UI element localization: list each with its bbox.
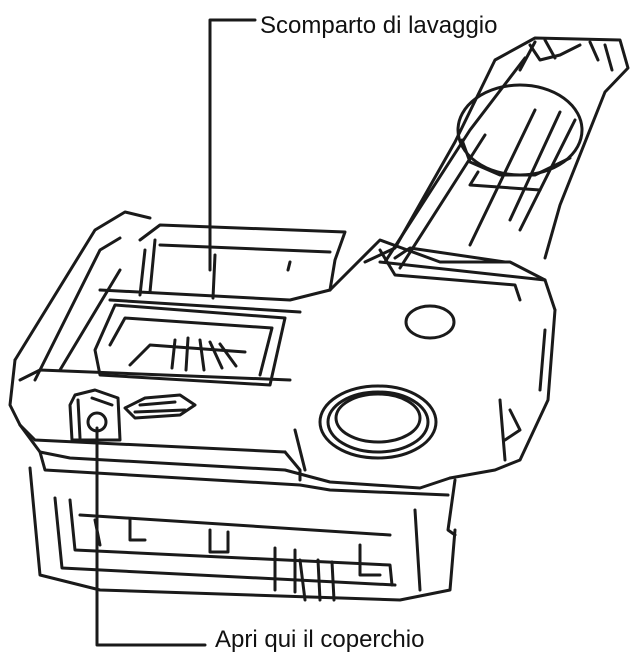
leader-lines — [95, 18, 257, 647]
level-indicator — [404, 304, 456, 340]
dispenser-body — [8, 210, 557, 537]
lid-latch — [68, 388, 197, 442]
callout-open-lid-here: Apri qui il coperchio — [215, 626, 425, 653]
wash-compartment-cavity — [138, 223, 347, 300]
dispenser-base — [28, 466, 457, 602]
rinse-aid-cap — [318, 384, 438, 460]
callout-wash-compartment: Scomparto di lavaggio — [260, 12, 498, 39]
leader-line-open-lid — [95, 426, 207, 647]
leader-line-wash-compartment — [208, 18, 257, 272]
front-window — [93, 303, 287, 387]
open-lid — [363, 36, 630, 302]
